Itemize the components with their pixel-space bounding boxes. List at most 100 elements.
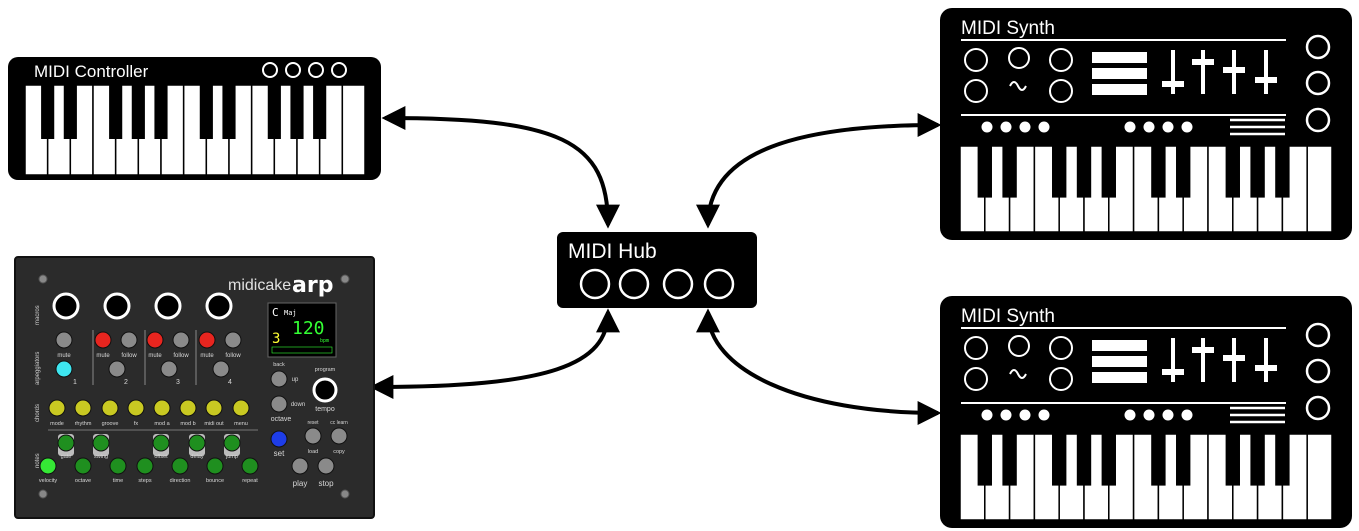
load-button[interactable] [304,427,322,445]
down-label: down [291,402,305,408]
note-bottom-button[interactable] [74,457,92,475]
chord-button[interactable] [205,399,223,417]
chord-button[interactable] [48,399,66,417]
led-icon [1019,121,1031,133]
midi-controller-label: MIDI Controller [34,62,149,81]
note-bottom-button[interactable] [109,457,127,475]
screw-icon [38,489,48,499]
note-bottom-button[interactable] [39,457,57,475]
fader-cap [1223,67,1245,73]
up-label: up [292,377,299,383]
black-key [1052,146,1067,198]
black-key [313,85,327,139]
hub-ports [579,268,735,300]
synth-keyboard [959,433,1333,521]
display-bar [1092,372,1147,383]
display-bar [1092,356,1147,367]
arp1-select-button[interactable] [55,360,73,378]
knob-icon [1305,322,1331,348]
arp3-mute-button[interactable] [146,331,164,349]
arp4-mute-button[interactable] [198,331,216,349]
note-top-label: swing [94,454,108,460]
chord-button[interactable] [232,399,250,417]
chord-button[interactable] [101,399,119,417]
black-key [199,85,213,139]
black-key [1076,434,1092,486]
note-top-button[interactable] [152,434,170,452]
midicake-arp: midicake arp macros arpeggiators chords … [14,256,375,519]
fader-cap [1162,81,1184,87]
arp-number: 4 [228,379,232,386]
note-top-label: delay [190,454,203,460]
led-icon [1181,409,1193,421]
black-key [1151,146,1166,198]
arp-label: follow [121,353,137,359]
arp3-select-button[interactable] [160,360,178,378]
knob-icon [1305,34,1331,60]
arp-label: follow [225,353,241,359]
note-bottom-button[interactable] [241,457,259,475]
chord-button[interactable] [179,399,197,417]
tempo-knob[interactable] [312,377,338,403]
note-bottom-label: repeat [242,478,258,484]
black-key [1176,434,1191,486]
display-bar [1092,68,1147,79]
arp2-mute-button[interactable] [94,331,112,349]
up-button[interactable] [270,370,288,388]
arp4-select-button[interactable] [212,360,230,378]
fader-cap [1255,77,1277,83]
wave-icon [1009,369,1027,379]
arp2-follow-button[interactable] [120,331,138,349]
chord-button[interactable] [127,399,145,417]
arp2-select-button[interactable] [108,360,126,378]
knob-icon [1305,358,1331,384]
led-icon [1124,121,1136,133]
display-octave: 3 [272,331,280,347]
led-icon [1000,121,1012,133]
chord-button[interactable] [153,399,171,417]
play-button[interactable] [291,457,309,475]
note-bottom-button[interactable] [171,457,189,475]
knob-icon [1049,79,1073,103]
chord-label: mod b [180,421,195,427]
screw-icon [340,489,350,499]
black-key [1275,434,1290,486]
note-top-button[interactable] [223,434,241,452]
macro-knob[interactable] [205,292,233,320]
knob-icon [1305,395,1331,421]
black-key [1101,434,1116,486]
macro-knob[interactable] [103,292,131,320]
set-button[interactable] [270,430,288,448]
white-key [1306,433,1333,521]
arp3-follow-button[interactable] [172,331,190,349]
arp-label: mute [200,353,214,359]
midi-synth-bottom-label: MIDI Synth [961,306,1055,327]
display-bpm: bpm [320,338,329,344]
note-bottom-button[interactable] [206,457,224,475]
macro-knob[interactable] [52,292,80,320]
down-button[interactable] [270,395,288,413]
arp4-follow-button[interactable] [224,331,242,349]
chord-button[interactable] [74,399,92,417]
copy-button[interactable] [330,427,348,445]
black-key [109,85,123,139]
macro-knob[interactable] [154,292,182,320]
display-bar [1092,84,1147,95]
chord-label: mod a [154,421,170,427]
midi-synth-bottom: MIDI Synth [940,296,1352,528]
knob-icon [1008,47,1030,69]
fader-cap [1192,59,1214,65]
edge-arp-hub [369,308,620,399]
note-top-button[interactable] [92,434,110,452]
note-bottom-button[interactable] [136,457,154,475]
midi-port-icon [579,268,611,300]
load-label: load [308,449,318,455]
arp1-mute-button[interactable] [55,331,73,349]
midi-port-icon [703,268,735,300]
arp-label: mute [148,353,162,359]
note-top-button[interactable] [57,434,75,452]
stop-button[interactable] [317,457,335,475]
note-top-label: gate [61,454,72,460]
note-top-button[interactable] [188,434,206,452]
arp-brand-prefix: midicake [228,277,291,294]
